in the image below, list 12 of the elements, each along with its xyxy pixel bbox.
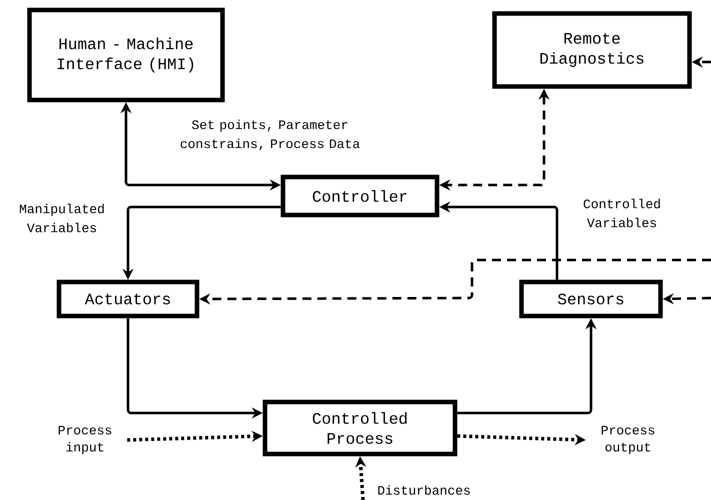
edge-label: Disturbances — [378, 485, 470, 495]
process-box: Sensors — [519, 280, 663, 318]
process-box: Controller — [280, 174, 440, 218]
edge-label: Controlled Variables — [584, 198, 660, 228]
process-box: Actuators — [56, 280, 200, 318]
edge-label: Set points, Parameter constrains, Process Data — [180, 120, 360, 150]
process-box: Controlled Process — [262, 400, 458, 456]
io-label: Process input — [58, 426, 112, 454]
process-box: Remote Diagnostics — [492, 11, 692, 89]
process-box: Human - Machine Interface (HMI) — [27, 8, 225, 102]
io-label: Process output — [602, 426, 654, 454]
edge-label: Manipulated Variables — [20, 204, 104, 232]
